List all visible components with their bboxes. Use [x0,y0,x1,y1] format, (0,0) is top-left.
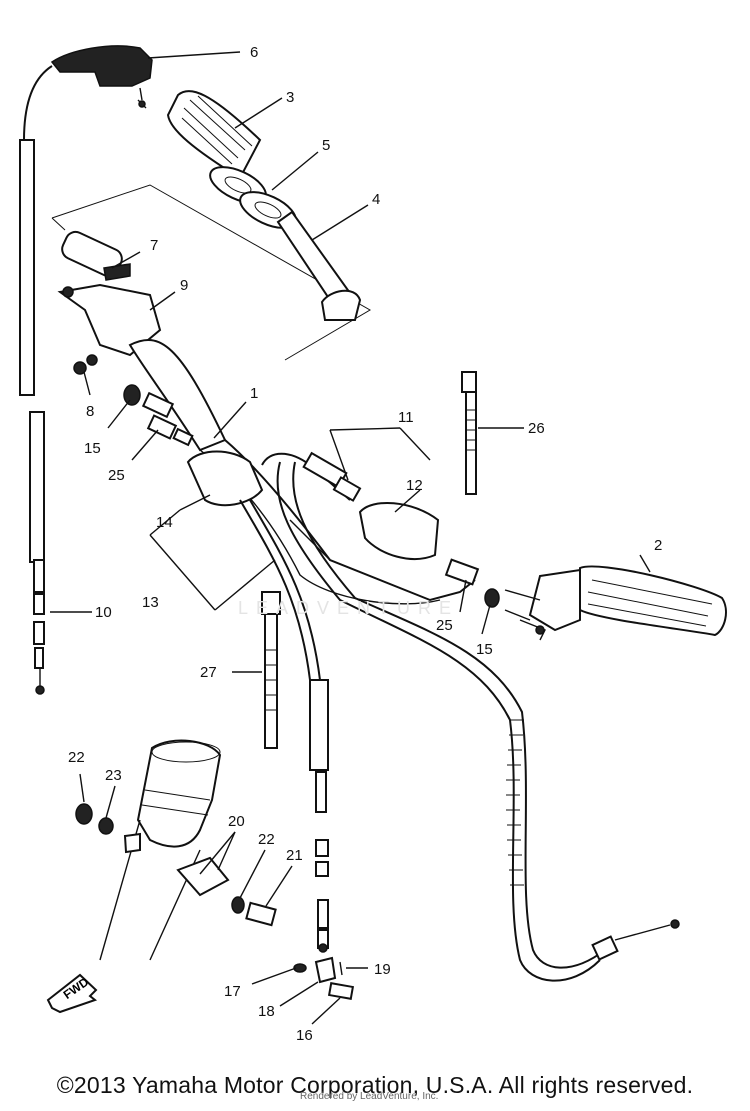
holder-14 [186,450,264,507]
throttle-cable-11 [261,451,362,502]
clutch-adjuster-15-25-left [123,384,194,447]
callout-12: 12 [406,477,423,494]
long-cable [276,461,680,982]
handlebar-1 [128,339,476,605]
grip-2 [579,565,727,637]
callout-22: 22 [258,831,275,848]
throttle-tube-4 [276,210,362,321]
callout-18: 18 [258,1003,275,1020]
callout-19: 19 [374,961,391,978]
callout-15-left: 15 [84,440,101,457]
callout-1: 1 [250,385,258,402]
copyright-notice: ©2013 Yamaha Motor Corporation, U.S.A. A… [56,1072,694,1098]
leader-lines [50,51,651,1025]
callout-14: 14 [156,514,173,531]
callout-2: 2 [654,537,662,554]
callout-13: 13 [142,594,159,611]
clamp-16-19 [293,956,355,1000]
left-grip-bracket [51,184,371,361]
callout-3: 3 [286,89,294,106]
middle-cable [239,499,329,953]
callout-27: 27 [200,664,217,681]
left-grip-parts [57,230,162,375]
rendered-by-credit: Rendered by LeadVenture, Inc. [300,1091,439,1102]
callout-7: 7 [150,237,158,254]
cable-tie-27 [261,591,281,749]
callout-15-right: 15 [476,641,493,658]
callout-10: 10 [95,604,112,621]
callout-25-left: 25 [108,467,125,484]
cable-cover-12 [358,502,440,560]
right-lever-bracket [504,568,581,641]
callout-20: 20 [228,813,245,830]
grip-3 [166,90,262,180]
callout-8: 8 [86,403,94,420]
hardware-20-24 [75,803,277,927]
callout-24: 23 [105,767,122,784]
watermark: LEADVENTURE [238,598,460,618]
callout-4: 4 [372,191,380,208]
left-cable-10 [19,65,53,695]
callout-6: 6 [250,44,258,61]
callout-17: 17 [224,983,241,1000]
callout-labels: 6 3 5 4 7 9 8 15 25 1 14 13 11 12 26 2 2… [68,44,662,1044]
callout-21: 21 [286,847,303,864]
callout-9: 9 [180,277,188,294]
callout-23: 22 [68,749,85,766]
callout-5: 5 [322,137,330,154]
callout-26: 26 [528,420,545,437]
cable-tie-26 [461,371,477,495]
right-adjuster-25-15 [444,558,500,608]
callout-11: 11 [398,409,414,426]
throttle-housing [50,45,153,109]
fwd-arrow: FWD [46,973,98,1014]
callout-25-right: 25 [436,617,453,634]
intake-boot [99,739,222,961]
callout-16: 16 [296,1027,313,1044]
